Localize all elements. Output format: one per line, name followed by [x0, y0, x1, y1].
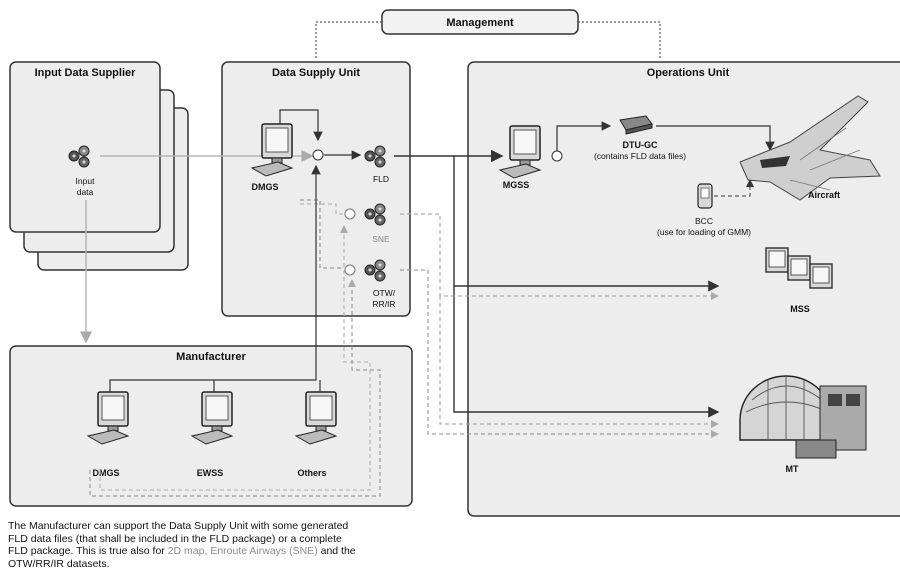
- bcc-title: BCC: [695, 216, 713, 226]
- otw-label-2: RR/IR: [372, 299, 395, 309]
- dtu-title: DTU-GC: [623, 140, 658, 150]
- input-supplier-title: Input Data Supplier: [35, 67, 137, 79]
- mss-computers-icon: [765, 247, 833, 289]
- sne-label: SNE: [372, 234, 390, 244]
- management-title: Management: [446, 17, 514, 29]
- dtu-to-aircraft-arrow: [656, 125, 775, 152]
- caption: The Manufacturer can support the Data Su…: [8, 520, 528, 570]
- aircraft-icon: [739, 95, 881, 201]
- bcc-subtitle: (use for loading of GMM): [657, 227, 751, 237]
- input-label-2: data: [77, 187, 94, 197]
- dsu-dmgs-label: DMGS: [252, 182, 279, 192]
- input-label-1: Input: [76, 176, 96, 186]
- dtu-subtitle: (contains FLD data files): [594, 151, 686, 161]
- bcc-to-aircraft-dashed: [714, 179, 754, 197]
- dmgs-to-sne-dashed: [300, 203, 344, 215]
- caption-gray: 2D map, Enroute Airways (SNE): [167, 545, 318, 557]
- caption-line-4: OTW/RR/IR datasets.: [8, 557, 110, 570]
- mgss-to-dtu-arrow: [556, 121, 612, 151]
- sne-to-mss-dashed: [400, 213, 719, 300]
- sne-junction: [344, 208, 356, 220]
- others-label: Others: [297, 468, 326, 478]
- aircraft-label: Aircraft: [808, 190, 840, 200]
- ewss-label: EWSS: [197, 468, 224, 478]
- mfr-dmgs-label: DMGS: [93, 468, 120, 478]
- otw-junction: [344, 264, 356, 276]
- mfr-to-otw-dashed: [89, 279, 381, 497]
- mss-label: MSS: [790, 304, 810, 314]
- otw-label-1: OTW/: [373, 288, 396, 298]
- mgmt-link-dsu: [315, 21, 382, 60]
- caption-line-3: FLD package. This is true also for: [8, 545, 168, 557]
- mt-label: MT: [786, 464, 799, 474]
- fld-junction: [312, 149, 324, 161]
- mfr-to-sne-dashed: [99, 225, 371, 491]
- otw-to-mt-dashed: [400, 269, 719, 438]
- dtu-gc-device-icon: [619, 115, 653, 135]
- caption-line-3-end: and the: [317, 545, 356, 557]
- dsu-title: Data Supply Unit: [272, 67, 360, 79]
- dmgs-to-node-line: [279, 109, 323, 142]
- fld-label: FLD: [373, 174, 389, 184]
- caption-line-1: The Manufacturer can support the Data Su…: [8, 520, 349, 532]
- sne-to-mt-dashed: [439, 296, 719, 428]
- manufacturer-title: Manufacturer: [176, 351, 246, 363]
- mt-simulator-icon: [739, 375, 867, 459]
- dmgs-to-otw-dashed: [300, 199, 344, 269]
- mfr-to-dsu-line: [109, 164, 321, 392]
- ops-title: Operations Unit: [647, 67, 730, 79]
- mgss-junction: [551, 150, 563, 162]
- mgss-label: MGSS: [503, 180, 530, 190]
- caption-line-2: FLD data files (that shall be included i…: [8, 532, 342, 545]
- bcc-device-icon: [697, 183, 713, 209]
- fld-to-mt-arrow: [453, 286, 720, 418]
- mgmt-link-ops: [578, 21, 661, 60]
